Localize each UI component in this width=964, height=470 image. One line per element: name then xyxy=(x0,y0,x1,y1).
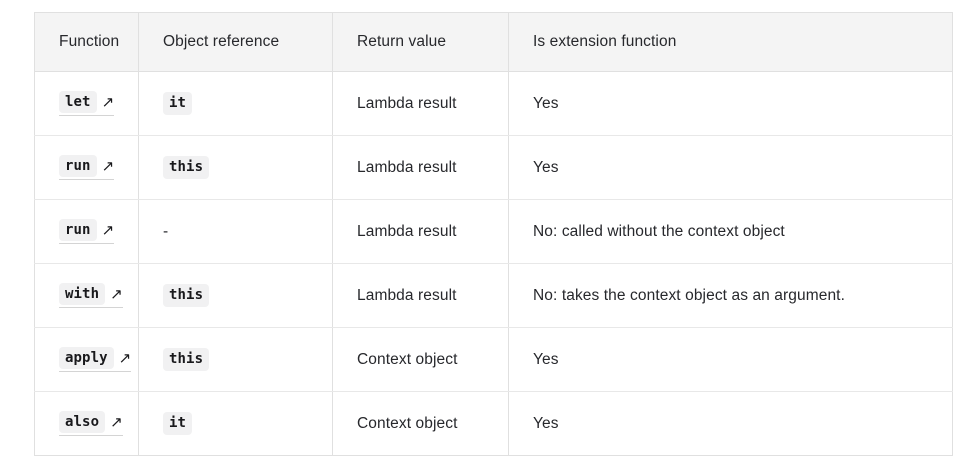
cell-object-reference: - xyxy=(138,199,333,264)
cell-is-extension-function: Yes xyxy=(508,71,953,136)
external-link-icon: ↗ xyxy=(118,348,132,367)
table-header-row: Function Object reference Return value I… xyxy=(34,12,953,72)
function-name-code: also xyxy=(59,410,106,434)
cell-return-value: Context object xyxy=(332,327,509,392)
cell-object-reference: this xyxy=(138,327,333,392)
function-name-code: let xyxy=(59,90,97,114)
table-row: run↗ - Lambda result No: called without … xyxy=(34,199,953,264)
object-reference-none: - xyxy=(163,222,169,240)
cell-is-extension-function: Yes xyxy=(533,414,559,432)
external-link-icon: ↗ xyxy=(101,156,115,175)
function-link-run[interactable]: run↗ xyxy=(59,154,115,181)
table-row: also↗ it Context object Yes xyxy=(34,391,953,456)
cell-is-extension-function: Yes xyxy=(508,327,953,392)
scope-functions-table: Function Object reference Return value I… xyxy=(34,12,953,456)
object-reference-code: this xyxy=(163,284,210,307)
function-name-code: run xyxy=(59,154,97,178)
cell-is-extension-function: Yes xyxy=(508,135,953,200)
cell-is-extension-function: No: called without the context object xyxy=(508,199,953,264)
column-header-is-extension-function: Is extension function xyxy=(508,12,953,72)
table-row: with↗ this Lambda result No: takes the c… xyxy=(34,263,953,328)
external-link-icon: ↗ xyxy=(110,284,123,303)
function-link-run-no-context[interactable]: run↗ xyxy=(59,218,115,245)
cell-object-reference: this xyxy=(138,135,333,200)
cell-is-extension-function: No: takes the context object as an argum… xyxy=(508,263,953,328)
column-header-function: Function xyxy=(34,12,139,72)
table-row: run↗ this Lambda result Yes xyxy=(34,135,953,200)
cell-function: with↗ xyxy=(34,263,139,328)
cell-object-reference: it xyxy=(138,71,333,136)
column-header-return-value: Return value xyxy=(332,12,509,72)
function-name-code: run xyxy=(59,218,97,242)
function-link-with[interactable]: with↗ xyxy=(59,282,123,309)
external-link-icon: ↗ xyxy=(101,220,115,239)
cell-return-value: Lambda result xyxy=(332,71,509,136)
cell-function: let↗ xyxy=(34,71,139,136)
column-header-object-reference: Object reference xyxy=(138,12,333,72)
cell-return-value: Lambda result xyxy=(332,199,509,264)
cell-object-reference: it xyxy=(138,391,333,456)
cell-function: also↗ xyxy=(34,391,139,456)
cell-return-value: Lambda result xyxy=(332,135,509,200)
cell-return-value: Context object xyxy=(332,391,509,456)
function-name-code: with xyxy=(59,282,106,306)
cell-function: apply↗ xyxy=(34,327,139,392)
table-row: apply↗ this Context object Yes xyxy=(34,327,953,392)
external-link-icon: ↗ xyxy=(110,412,123,431)
object-reference-code: this xyxy=(163,156,210,179)
scope-functions-table-container: Function Object reference Return value I… xyxy=(34,12,953,456)
cell-object-reference: this xyxy=(138,263,333,328)
cell-function: run↗ xyxy=(34,135,139,200)
cell-function: run↗ xyxy=(34,199,139,264)
object-reference-code: it xyxy=(163,92,193,115)
external-link-icon: ↗ xyxy=(101,92,115,111)
table-body: let↗ it Lambda result Yes run↗ this La xyxy=(34,71,953,456)
function-name-code: apply xyxy=(59,346,114,370)
object-reference-code: this xyxy=(163,348,210,371)
function-link-apply[interactable]: apply↗ xyxy=(59,346,132,373)
function-link-let[interactable]: let↗ xyxy=(59,90,115,117)
table-row: let↗ it Lambda result Yes xyxy=(34,71,953,136)
table-header: Function Object reference Return value I… xyxy=(34,12,953,72)
function-link-also[interactable]: also↗ xyxy=(59,410,123,437)
object-reference-code: it xyxy=(163,412,193,435)
cell-return-value: Lambda result xyxy=(332,263,509,328)
